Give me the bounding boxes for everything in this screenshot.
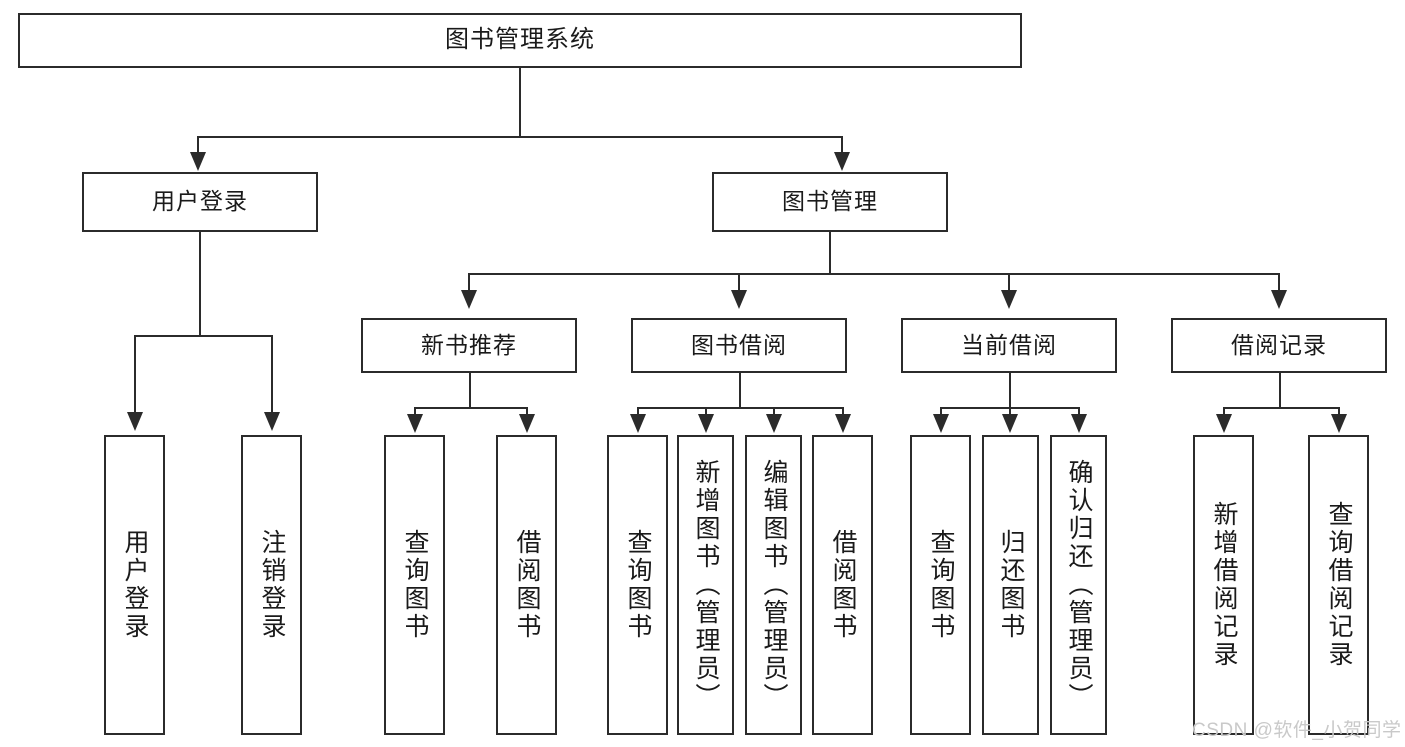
node-root-label: 图书管理系统 [445, 26, 595, 54]
connector-user-login-stem [199, 232, 201, 335]
arrow-bb-to-c3 [766, 414, 782, 433]
node-current-borrow[interactable]: 当前借阅 [901, 318, 1117, 373]
arrow-cb-to-c2 [1002, 414, 1018, 433]
node-leaf-add-record-label: 新增借阅记录 [1210, 501, 1238, 669]
node-leaf-query-book-2-label: 查询图书 [624, 529, 652, 641]
node-book-management[interactable]: 图书管理 [712, 172, 948, 232]
node-leaf-query-book-1-label: 查询图书 [401, 529, 429, 641]
arrow-bb-to-c1 [630, 414, 646, 433]
node-user-login[interactable]: 用户登录 [82, 172, 318, 232]
connector-bm-to-borrow-record [1278, 273, 1280, 295]
node-leaf-user-login-label: 用户登录 [121, 529, 149, 641]
connector-user-login-bus [134, 335, 271, 337]
arrow-root-to-book-management [834, 152, 850, 171]
connector-br-to-c1 [1223, 407, 1225, 419]
arrow-nb-to-c1 [407, 414, 423, 433]
connector-cb-to-c1 [940, 407, 942, 419]
connector-new-book-bus [414, 407, 526, 409]
node-leaf-logout[interactable]: 注销登录 [241, 435, 302, 735]
connector-bm-to-new-book [468, 273, 470, 295]
arrow-root-to-user-login [190, 152, 206, 171]
connector-user-login-to-leaf1 [134, 335, 136, 416]
connector-borrow-record-stem [1279, 373, 1281, 407]
connector-root-bus [197, 136, 841, 138]
arrow-bb-to-c2 [698, 414, 714, 433]
connector-book-borrow-bus [637, 407, 842, 409]
connector-root-to-book-management [841, 136, 843, 158]
connector-root-stem [519, 68, 521, 136]
node-leaf-add-record[interactable]: 新增借阅记录 [1193, 435, 1254, 735]
node-leaf-borrow-book-2[interactable]: 借阅图书 [812, 435, 873, 735]
arrow-cb-to-c3 [1071, 414, 1087, 433]
node-leaf-query-record-label: 查询借阅记录 [1325, 501, 1353, 669]
node-new-book-recommend-label: 新书推荐 [421, 331, 517, 358]
arrow-br-to-c1 [1216, 414, 1232, 433]
connector-book-management-bus [468, 273, 1280, 275]
node-leaf-query-book-3[interactable]: 查询图书 [910, 435, 971, 735]
node-leaf-query-book-3-label: 查询图书 [927, 529, 955, 641]
arrow-user-login-to-leaf2 [264, 412, 280, 431]
connector-bb-to-c2 [705, 407, 707, 419]
node-leaf-return-book-label: 归还图书 [997, 529, 1025, 641]
connector-br-to-c2 [1338, 407, 1340, 419]
arrow-bm-to-borrow-record [1271, 290, 1287, 309]
arrow-bm-to-current-borrow [1001, 290, 1017, 309]
connector-book-borrow-stem [739, 373, 741, 407]
node-leaf-borrow-book-1-label: 借阅图书 [513, 529, 541, 641]
node-borrow-record[interactable]: 借阅记录 [1171, 318, 1387, 373]
node-leaf-return-book[interactable]: 归还图书 [982, 435, 1039, 735]
arrow-bm-to-book-borrow [731, 290, 747, 309]
connector-bm-to-book-borrow [738, 273, 740, 295]
node-leaf-query-book-2[interactable]: 查询图书 [607, 435, 668, 735]
connector-borrow-record-bus [1223, 407, 1338, 409]
node-leaf-logout-label: 注销登录 [258, 529, 286, 641]
node-root[interactable]: 图书管理系统 [18, 13, 1022, 68]
node-leaf-query-book-1[interactable]: 查询图书 [384, 435, 445, 735]
connector-new-book-stem [469, 373, 471, 407]
node-leaf-edit-book[interactable]: 编辑图书（管理员） [745, 435, 802, 735]
arrow-bb-to-c4 [835, 414, 851, 433]
arrow-cb-to-c1 [933, 414, 949, 433]
node-book-borrow-label: 图书借阅 [691, 331, 787, 358]
connector-root-to-user-login [197, 136, 199, 158]
connector-bb-to-c1 [637, 407, 639, 419]
node-leaf-user-login[interactable]: 用户登录 [104, 435, 165, 735]
node-leaf-confirm-return-label: 确认归还（管理员） [1065, 459, 1093, 711]
node-leaf-add-book-label: 新增图书（管理员） [692, 459, 720, 711]
node-leaf-add-book[interactable]: 新增图书（管理员） [677, 435, 734, 735]
connector-user-login-to-leaf2 [271, 335, 273, 416]
arrow-br-to-c2 [1331, 414, 1347, 433]
connector-nb-to-c1 [414, 407, 416, 419]
node-leaf-borrow-book-1[interactable]: 借阅图书 [496, 435, 557, 735]
node-leaf-borrow-book-2-label: 借阅图书 [829, 529, 857, 641]
connector-book-management-stem [829, 232, 831, 273]
connector-bb-to-c4 [842, 407, 844, 419]
node-book-management-label: 图书管理 [782, 188, 878, 215]
node-leaf-query-record[interactable]: 查询借阅记录 [1308, 435, 1369, 735]
node-user-login-label: 用户登录 [152, 188, 248, 215]
connector-bb-to-c3 [773, 407, 775, 419]
connector-cb-to-c3 [1078, 407, 1080, 419]
connector-current-borrow-stem [1009, 373, 1011, 407]
node-current-borrow-label: 当前借阅 [961, 331, 1057, 358]
arrow-nb-to-c2 [519, 414, 535, 433]
arrow-user-login-to-leaf1 [127, 412, 143, 431]
node-borrow-record-label: 借阅记录 [1231, 331, 1327, 358]
node-leaf-edit-book-label: 编辑图书（管理员） [760, 459, 788, 711]
node-leaf-confirm-return[interactable]: 确认归还（管理员） [1050, 435, 1107, 735]
node-new-book-recommend[interactable]: 新书推荐 [361, 318, 577, 373]
node-book-borrow[interactable]: 图书借阅 [631, 318, 847, 373]
connector-nb-to-c2 [526, 407, 528, 419]
connector-bm-to-current-borrow [1008, 273, 1010, 295]
connector-cb-to-c2 [1009, 407, 1011, 419]
arrow-bm-to-new-book [461, 290, 477, 309]
